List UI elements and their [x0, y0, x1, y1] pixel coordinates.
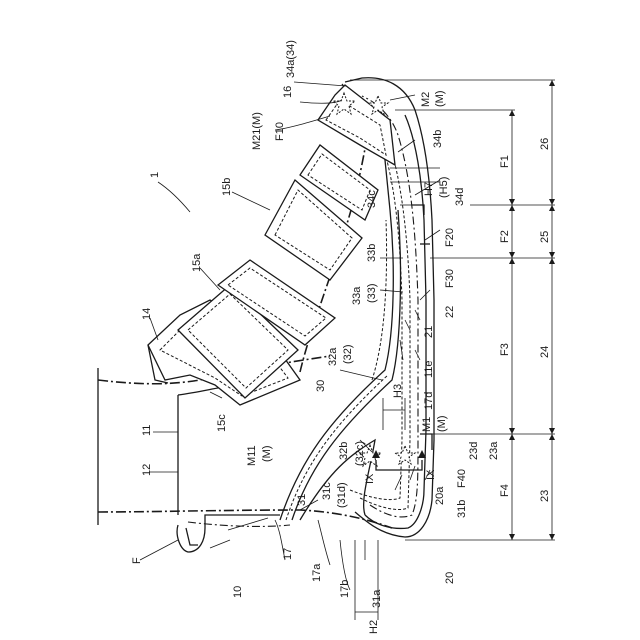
label-M2: M2: [420, 92, 432, 107]
label-F2: F2: [499, 230, 511, 243]
label-22: 22: [444, 306, 456, 318]
label-33: (33): [366, 283, 378, 303]
label-32b: 32b: [338, 442, 350, 460]
label-F4: F4: [499, 484, 511, 497]
label-21: 21: [423, 326, 435, 338]
label-M11-m: (M): [261, 446, 273, 463]
label-31d: (31d): [336, 482, 348, 508]
label-20: 20: [444, 572, 456, 584]
label-32c: (32c): [354, 441, 366, 466]
label-34c: 34c: [366, 190, 378, 208]
label-15c: 15c: [216, 414, 228, 432]
label-32: (32): [342, 344, 354, 364]
label-25: 25: [539, 231, 551, 243]
label-M11: M11: [246, 445, 258, 466]
label-34d: 34d: [454, 188, 466, 206]
label-H3: H3: [392, 384, 404, 398]
label-10: 10: [232, 586, 244, 598]
label-17d: 17d: [423, 392, 435, 410]
label-30: 30: [315, 380, 327, 392]
label-M2-m: (M): [434, 91, 446, 108]
label-15b: 15b: [221, 178, 233, 196]
label-F40: F40: [456, 469, 468, 488]
label-17a: 17a: [311, 563, 323, 582]
label-F1: F1: [499, 155, 511, 168]
marker-M1: [395, 446, 415, 464]
label-23: 23: [539, 490, 551, 502]
label-33b: 33b: [366, 244, 378, 262]
label-H7: H7: [423, 182, 435, 196]
dim-H7: [390, 168, 440, 182]
label-11: 11: [141, 425, 153, 436]
label-F10: F10: [274, 122, 286, 141]
sole-inner: [365, 115, 426, 528]
label-17b: 17b: [339, 580, 351, 598]
label-14: 14: [141, 308, 153, 320]
label-11e: 11e: [423, 360, 435, 378]
label-32a: 32a: [327, 347, 339, 366]
label-31c: 31c: [321, 482, 333, 500]
heel-tab-17: [177, 515, 280, 552]
label-12: 12: [141, 464, 153, 476]
label-31: 31: [296, 494, 308, 506]
label-F3: F3: [499, 343, 511, 356]
label-F: F: [131, 557, 143, 564]
label-17: 17: [282, 548, 294, 560]
label-F20: F20: [444, 228, 456, 247]
label-F30: F30: [444, 269, 456, 288]
label-34b: 34b: [432, 130, 444, 148]
label-1: 1: [149, 172, 161, 178]
label-M1: M1: [421, 417, 433, 432]
label-M1-m: (M): [436, 416, 448, 433]
label-IX-left: IX: [364, 473, 376, 484]
label-23a: 23a: [488, 441, 500, 460]
label-23d: 23d: [468, 442, 480, 460]
label-H2: H2: [368, 620, 380, 634]
label-M21: M21(M): [251, 112, 263, 150]
label-26: 26: [539, 138, 551, 150]
label-31a: 31a: [371, 589, 383, 608]
label-34a: 34a(34): [285, 40, 297, 78]
label-IX-right: IX: [425, 469, 437, 480]
heel-outline-17a: [188, 522, 290, 526]
label-16: 16: [282, 86, 294, 98]
label-H5: (H5): [438, 177, 450, 198]
label-31b: 31b: [456, 500, 468, 518]
label-33a: 33a: [351, 286, 363, 305]
label-20a: 20a: [434, 486, 446, 505]
label-24: 24: [539, 346, 551, 358]
label-15a: 15a: [191, 253, 203, 272]
heel-tab-17-inner: [186, 528, 198, 545]
section-line-IX: [376, 460, 422, 470]
sole-notch-34d: [412, 205, 424, 215]
